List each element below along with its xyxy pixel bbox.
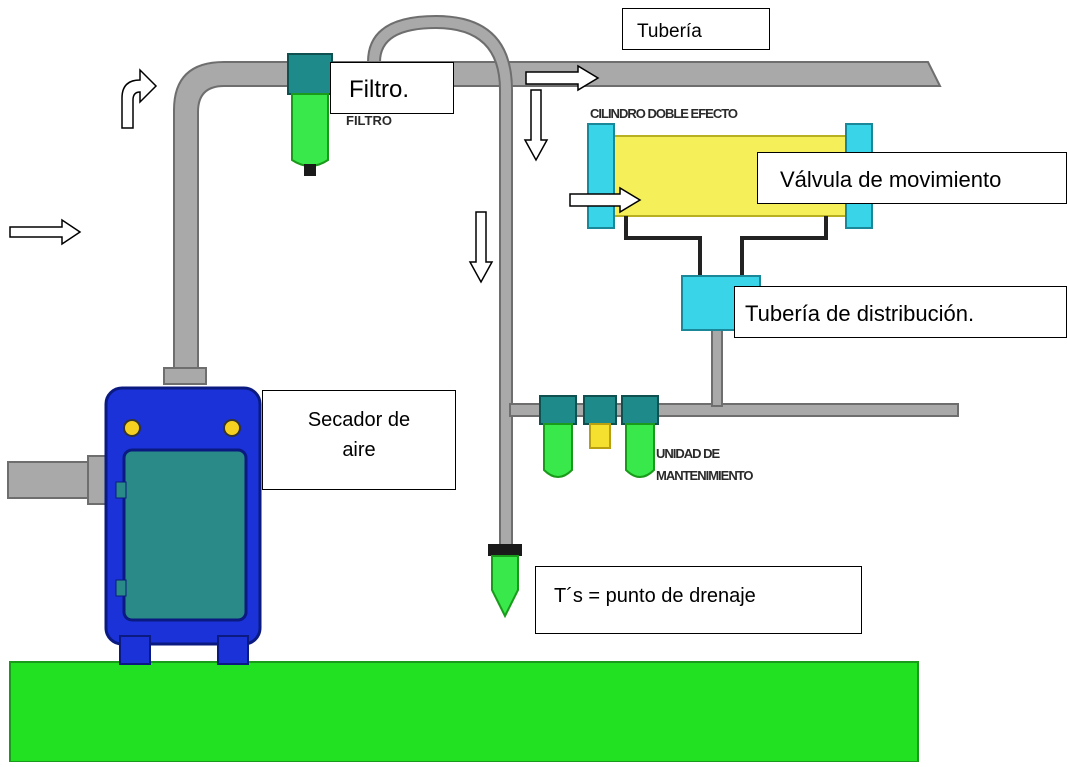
distribution-pipe	[509, 403, 959, 417]
maintenance-unit-label-2: MANTENIMIENTO	[656, 468, 753, 483]
flow-arrow-down-header	[523, 89, 549, 162]
dryer-gauge-left	[123, 419, 141, 437]
callout-valve-text: Válvula de movimiento	[780, 167, 1002, 192]
hose-left	[624, 216, 702, 280]
dryer-hinge-bottom	[115, 579, 127, 597]
callout-distribution-text: Tubería de distribución.	[745, 301, 975, 326]
drain-trap-bowl	[491, 555, 519, 619]
callout-valve: Válvula de movimiento	[757, 152, 1067, 204]
frl-head-3	[621, 395, 659, 425]
cylinder-label: CILINDRO DOBLE EFECTO	[590, 106, 738, 121]
hose-right	[740, 216, 828, 280]
filter-drain	[304, 164, 316, 176]
flow-arrow-down-drop	[468, 211, 494, 284]
frl-head-2	[583, 395, 617, 425]
callout-filter-text: Filtro.	[349, 76, 409, 103]
callout-dryer-line1: Secador de	[307, 409, 411, 431]
flow-arrow-right-header	[525, 64, 600, 92]
drop-pipe	[366, 14, 513, 549]
flow-arrow-right-cylinder	[569, 186, 642, 214]
frl-bowl-3	[625, 423, 655, 478]
frl-regulator	[589, 423, 611, 449]
flow-arrow-curved-up	[121, 68, 158, 129]
callout-drain-point: T´s = punto de drenaje	[535, 566, 862, 634]
callout-filter: Filtro.	[330, 62, 454, 114]
callout-drain-text: T´s = punto de drenaje	[554, 585, 756, 607]
drain-trap-cap	[488, 544, 522, 556]
filter-small-label: FILTRO	[346, 113, 392, 128]
dryer-leg-right	[217, 635, 249, 665]
frl-head-1	[539, 395, 577, 425]
cylinder-end-left	[587, 123, 615, 229]
filter-head	[287, 53, 333, 95]
maintenance-unit-label-1: UNIDAD DE	[656, 446, 721, 461]
dryer-hinge-top	[115, 481, 127, 499]
riser-collar	[163, 367, 207, 385]
dryer-panel	[122, 448, 248, 622]
callout-distribution-pipe: Tubería de distribución.	[734, 286, 1067, 338]
filter-bowl	[291, 93, 329, 167]
dryer-leg-left	[119, 635, 151, 665]
floor-base	[9, 661, 919, 763]
valve-stem-pipe	[711, 325, 723, 407]
riser-pipe	[173, 61, 301, 376]
callout-pipe: Tubería	[622, 8, 770, 50]
callout-pipe-text: Tubería	[637, 21, 702, 42]
callout-dryer-line2: aire	[342, 439, 376, 461]
callout-air-dryer: Secador de aire	[262, 390, 456, 490]
dryer-gauge-right	[223, 419, 241, 437]
flow-arrow-right-inlet	[9, 218, 82, 246]
frl-bowl-1	[543, 423, 573, 478]
